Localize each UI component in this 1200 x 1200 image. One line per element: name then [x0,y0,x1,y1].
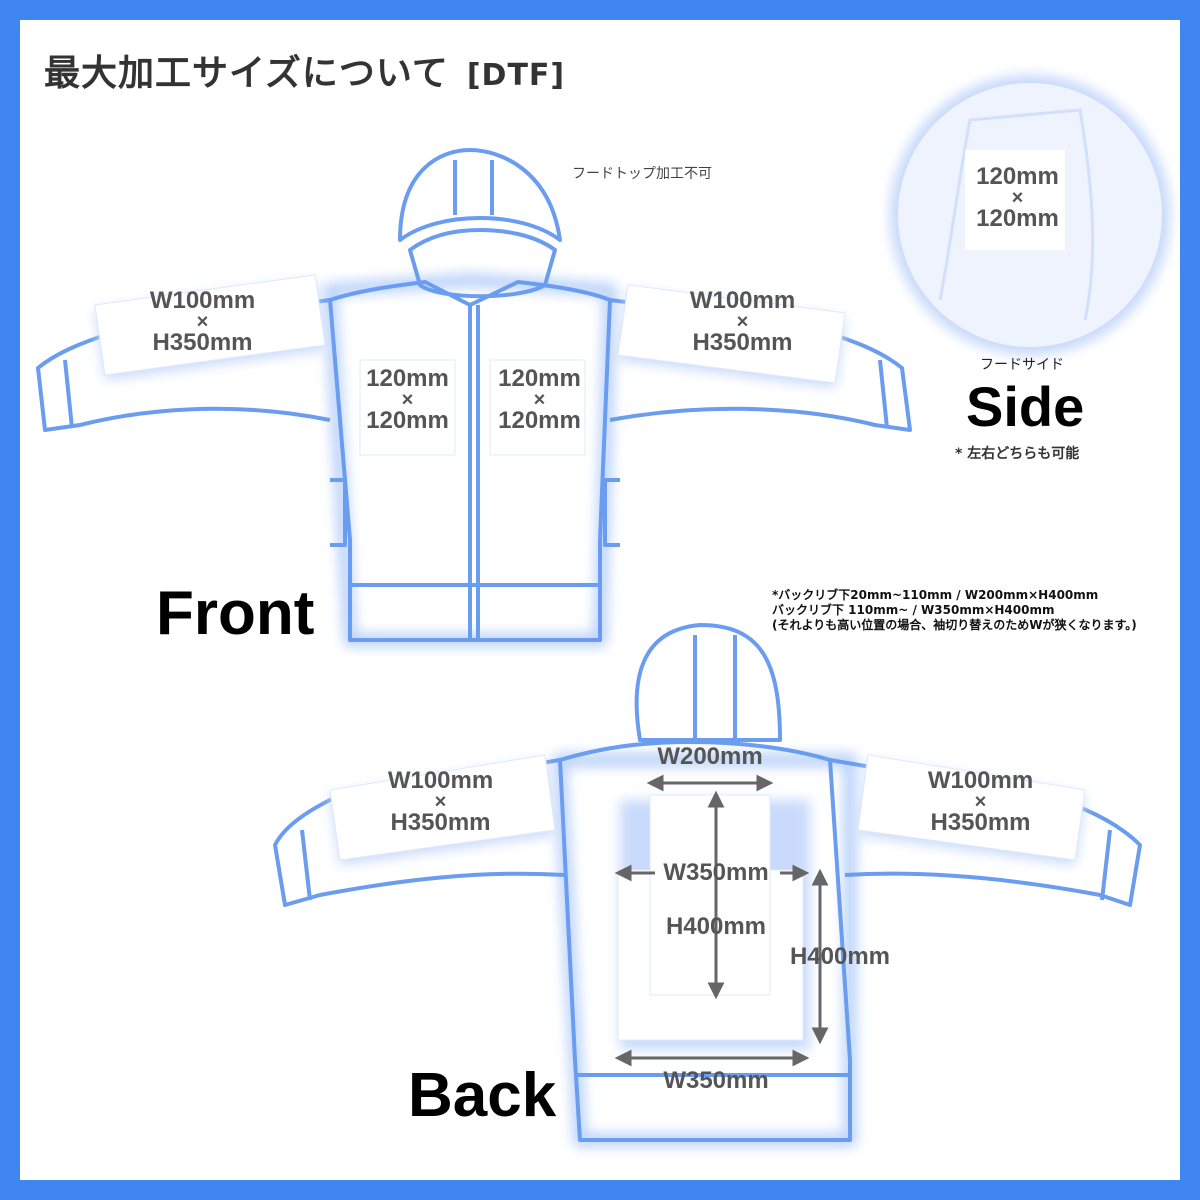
front-right-sleeve-size: W100mm × H350mm [670,287,815,356]
front-print-areas [94,274,846,456]
front-left-sleeve-height: H350mm [152,329,253,356]
front-right-chest-width: 120mm [498,365,581,392]
back-dimension-arrows [614,774,829,1067]
front-right-chest-height: 120mm [498,407,581,434]
front-left-sleeve-size: W100mm × H350mm [130,287,275,356]
back-note-line: バックリブ下 110mm~ / W350mm×H400mm [772,603,1055,617]
back-hoodie-outline [273,623,1142,1147]
front-left-chest-size: 120mm × 120mm [350,365,465,434]
front-left-chest-height: 120mm [366,407,449,434]
back-right-sleeve-size: W100mm × H350mm [908,767,1053,836]
front-right-sleeve-height: H350mm [692,329,793,356]
title-tag: [DTF] [466,58,566,93]
side-label: Side [966,375,1085,438]
front-left-chest-width: 120mm [366,365,449,392]
back-left-sleeve-size: W100mm × H350mm [368,767,513,836]
back-outer-height: H400mm [789,943,891,970]
back-left-sleeve-times: × [434,791,447,813]
side-hood-width: 120mm [976,163,1059,190]
hood-top-note: フードトップ加工不可 [572,166,712,182]
front-right-chest-times: × [533,389,546,411]
title-main: 最大加工サイズについて [44,53,449,94]
back-top-width: W200mm [657,743,763,770]
front-right-sleeve-width: W100mm [689,287,796,314]
front-left-chest-times: × [401,389,414,411]
back-inner-height: H400mm [665,913,767,940]
back-note-line: (それよりも高い位置の場合、袖切り替えのためWが狭くなります。) [772,618,1137,632]
back-left-sleeve-height: H350mm [390,809,491,836]
back-notes: *バックリブ下20mm~110mm / W200mm×H400mm バックリブ下… [772,588,1137,633]
front-left-sleeve-width: W100mm [149,287,256,314]
front-right-chest-size: 120mm × 120mm [482,365,597,434]
back-note-line: *バックリブ下20mm~110mm / W200mm×H400mm [772,588,1099,602]
side-caption: フードサイド [980,357,1064,373]
page-title: 最大加工サイズについて [DTF] [44,44,565,96]
back-right-sleeve-width: W100mm [927,767,1034,794]
side-hood-times: × [1011,187,1024,209]
front-hoodie-outline [36,148,912,647]
back-label: Back [408,1061,557,1130]
back-bottom-width: W350mm [663,1067,769,1094]
side-hood-height: 120mm [976,205,1059,232]
side-hood-size: 120mm × 120mm [960,163,1075,232]
back-right-sleeve-height: H350mm [930,809,1031,836]
back-left-sleeve-width: W100mm [387,767,494,794]
back-mid-width: W350mm [663,859,769,886]
front-label: Front [156,579,315,648]
front-left-sleeve-times: × [196,311,209,333]
side-hood-circle [890,75,1170,355]
front-right-sleeve-times: × [736,311,749,333]
back-right-sleeve-times: × [974,791,987,813]
side-note: * 左右どちらも可能 [955,446,1080,462]
